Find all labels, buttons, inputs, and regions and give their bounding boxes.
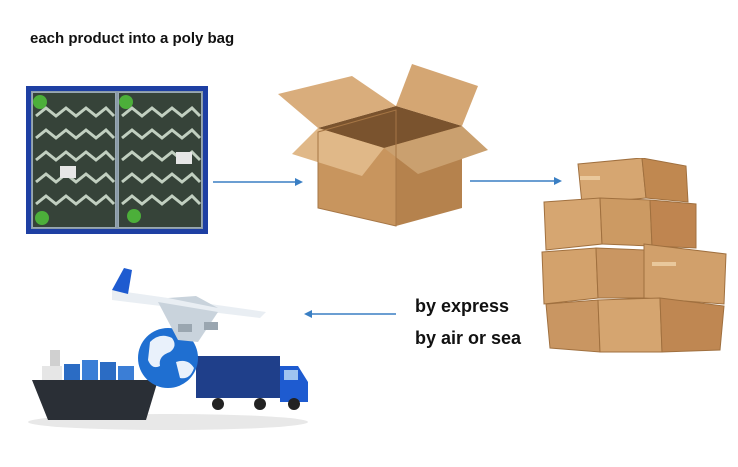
airplane-icon: [112, 268, 266, 342]
shipping-method-express: by express: [415, 296, 510, 316]
truck-icon: [196, 356, 308, 410]
arrow-right-icon: [470, 177, 562, 185]
transport-collage-image: [28, 268, 308, 430]
poly-bag-image: [26, 86, 208, 234]
globe-icon: [138, 328, 198, 388]
carton-box-stack-image: [541, 158, 727, 353]
open-carton-box-image: [278, 64, 488, 227]
arrow-right-icon: [213, 178, 303, 186]
shipping-method-air-sea: by air or sea: [415, 328, 522, 348]
arrow-left-icon: [304, 310, 396, 318]
ship-icon: [32, 350, 158, 420]
step-label-poly-bag: each product into a poly bag: [30, 30, 235, 47]
